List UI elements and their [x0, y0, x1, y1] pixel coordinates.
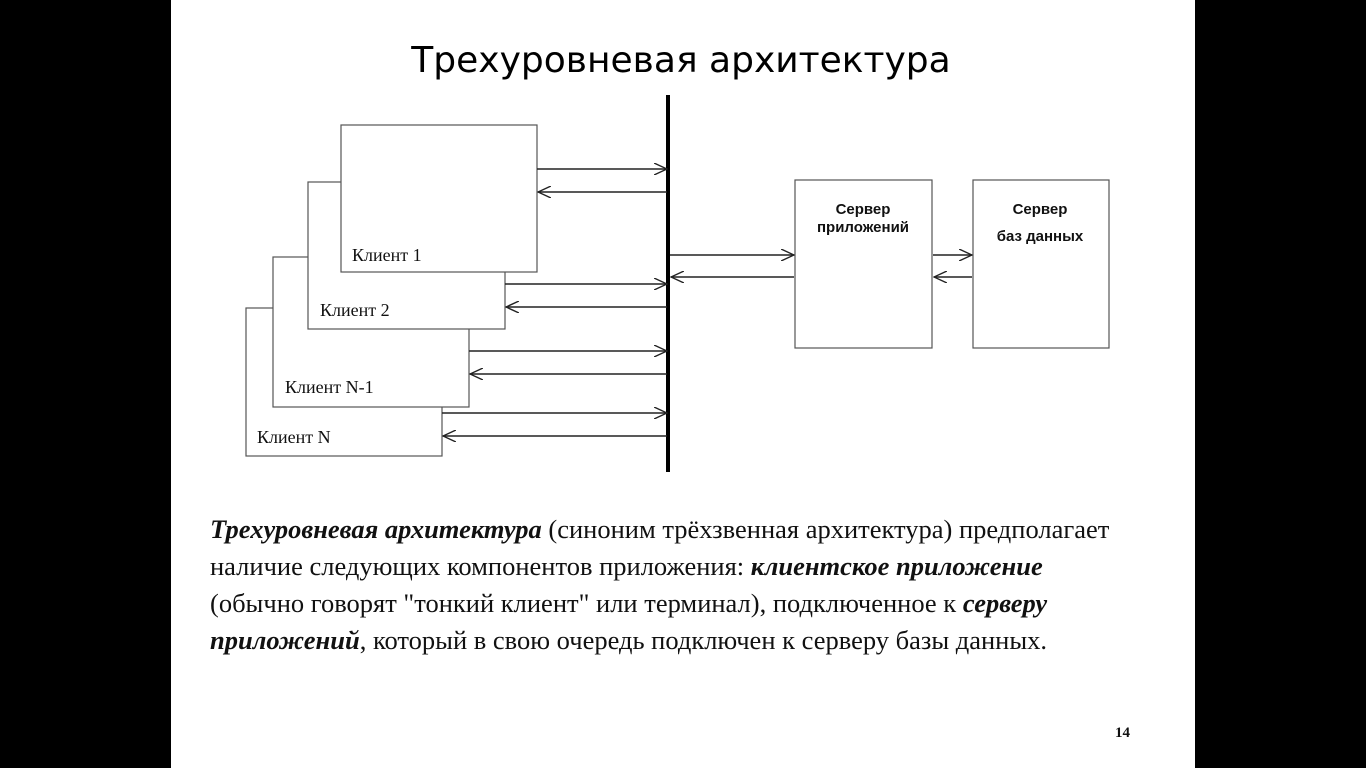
app-server-box [794, 179, 933, 349]
ending-text: , который в свою очередь подключен к сер… [359, 625, 1048, 655]
term-client-app: клиентское приложение [750, 551, 1043, 581]
synonym-text: (синоним трёхзвенная архитектура) предпо… [210, 514, 1110, 581]
client-n-label: Клиент N [257, 427, 331, 447]
term-app-server: серверу приложений [210, 588, 1048, 655]
app-server-label-1: Сервер [836, 201, 891, 218]
client-2-label: Клиент 2 [320, 300, 390, 320]
app-server-label-2: приложений [817, 219, 909, 236]
slide: Трехуровневая архитектура Клиент 1 Клиен… [171, 0, 1195, 768]
term-three-tier: Трехуровневая архитектура [210, 514, 542, 544]
db-server-label-1: Сервер [1013, 201, 1068, 218]
db-server-label-2: баз данных [997, 228, 1084, 245]
description-text: Трехуровневая архитектура (синоним трёхз… [210, 511, 1110, 659]
client-note-text: (обычно говорят "тонкий клиент" или терм… [210, 588, 963, 618]
client-n-1-label: Клиент N-1 [285, 377, 374, 397]
slide-title: Трехуровневая архитектура [411, 40, 951, 81]
client-box-1 [340, 124, 538, 273]
db-server-box [972, 179, 1110, 349]
architecture-diagram: Клиент 1 Клиент 2 Клиент N-1 Клиент N Се… [245, 95, 1110, 472]
client-1-label: Клиент 1 [352, 245, 422, 265]
page-number: 14 [1115, 725, 1130, 741]
